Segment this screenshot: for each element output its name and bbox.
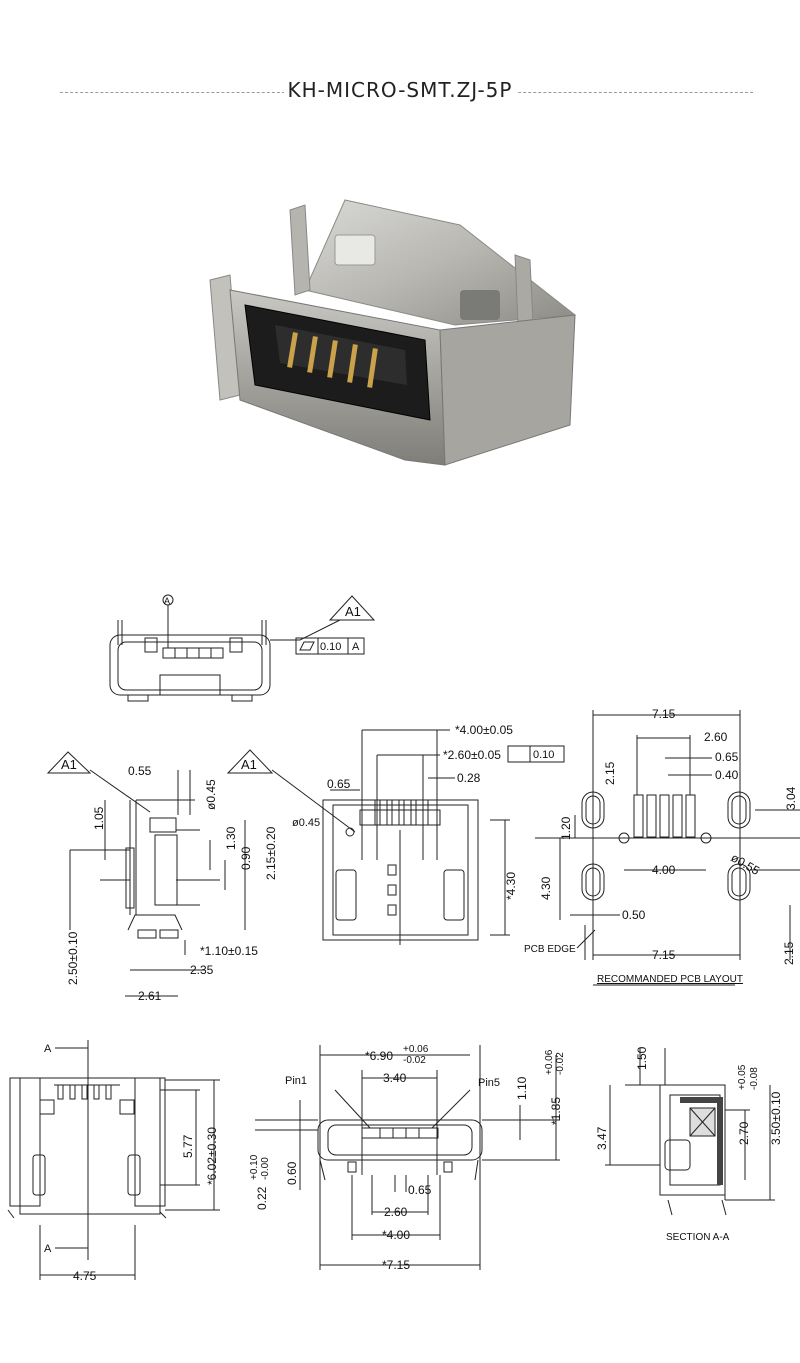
bm-dim-2: -0.02 [403, 1055, 426, 1066]
bm-dim-6: +0.06 [544, 1049, 555, 1075]
front-pin-view [322, 729, 565, 945]
pcb-dim-3: 0.40 [715, 768, 739, 782]
page-title: KH-MICRO-SMT.ZJ-5P [0, 78, 800, 102]
bm-dim-1: +0.06 [403, 1044, 429, 1055]
bm-dim-4: 1.10 [515, 1076, 529, 1100]
bl-dim-1: *6.02±0.30 [205, 1127, 219, 1185]
section-mark-top: A [44, 1043, 52, 1055]
title-row: KH-MICRO-SMT.ZJ-5P [0, 70, 800, 110]
bm-dim-11: -0.00 [260, 1157, 271, 1180]
pcb-dim-1: 2.60 [704, 730, 728, 744]
side-dim-7: *1.10±0.15 [200, 944, 258, 958]
tolerance-value: 0.10 [320, 641, 341, 653]
front-dim-5: ø0.45 [292, 817, 320, 829]
bm-dim-8: 0.60 [285, 1161, 299, 1185]
bm-dim-3: 3.40 [383, 1071, 407, 1085]
bm-dim-5: *1.85 [549, 1097, 563, 1125]
pcb-dim-0: 7.15 [652, 707, 676, 721]
datum-label: A [164, 596, 170, 606]
bottom-mid-view [255, 1045, 560, 1270]
bl-dim-2: 4.75 [73, 1269, 97, 1283]
side-dim-1: ø0.45 [204, 779, 218, 810]
side-dim-8: 2.35 [190, 963, 214, 977]
bm-dim-10: +0.10 [249, 1154, 260, 1180]
top-front-view [109, 594, 376, 702]
title-rule-left [60, 92, 290, 93]
front-dim-6: *4.30 [504, 872, 518, 900]
pcb-dim-5: 3.04 [784, 786, 798, 810]
pcb-edge-label: PCB EDGE [524, 944, 576, 955]
bm-dim-9: 0.22 [255, 1186, 269, 1210]
technical-drawing: A A1 0.10 A A1 0.55 ø0.45 1.05 1.30 0.90… [7, 594, 800, 1283]
pcb-dim-12: 2.15 [782, 941, 796, 965]
sec-dim-3: +0.05 [737, 1064, 748, 1090]
side-dim-2: 1.05 [92, 806, 106, 830]
pcb-dim-4: 2.15 [603, 761, 617, 785]
bm-dim-0: *6.90 [365, 1049, 393, 1063]
side-dim-4: 0.90 [239, 846, 253, 870]
pin1-label: Pin1 [285, 1075, 307, 1087]
front-dim-1: *2.60±0.05 [443, 748, 501, 762]
sec-dim-1: 3.47 [595, 1126, 609, 1150]
front-dim-2: 0.10 [533, 749, 554, 761]
section-a-a-view [605, 1048, 775, 1216]
connector-photo [209, 199, 577, 466]
front-dim-3: 0.65 [327, 777, 351, 791]
bm-dim-13: 2.60 [384, 1205, 408, 1219]
bm-dim-14: *4.00 [382, 1228, 410, 1242]
pcb-dim-11: 7.15 [652, 948, 676, 962]
section-caption: SECTION A-A [666, 1232, 730, 1243]
title-rule-right [498, 92, 753, 93]
side-view [46, 749, 356, 997]
side-dim-0: 0.55 [128, 764, 152, 778]
bm-dim-15: *7.15 [382, 1258, 410, 1272]
front-dim-4: 0.28 [457, 771, 481, 785]
pcb-dim-6: 1.20 [559, 816, 573, 840]
pcb-layout-caption: RECOMMANDED PCB LAYOUT [597, 974, 743, 985]
revision-mark-side: A1 [61, 757, 77, 772]
pcb-dim-9: 4.30 [539, 876, 553, 900]
tolerance-ref: A [352, 641, 360, 653]
sec-dim-4: -0.08 [749, 1067, 760, 1090]
revision-mark-front: A1 [241, 757, 257, 772]
front-dim-0: *4.00±0.05 [455, 723, 513, 737]
sec-dim-5: 3.50±0.10 [769, 1091, 783, 1145]
pin5-label: Pin5 [478, 1077, 500, 1089]
side-dim-5: 2.15±0.20 [264, 826, 278, 880]
side-dim-9: 2.61 [138, 989, 162, 1003]
sec-dim-0: 1.50 [635, 1046, 649, 1070]
pcb-dim-10: 0.50 [622, 908, 646, 922]
side-dim-6: 2.50±0.10 [66, 931, 80, 985]
revision-mark-top: A1 [345, 604, 361, 619]
bm-dim-7: -0.02 [555, 1052, 566, 1075]
section-mark-bottom: A [44, 1243, 52, 1255]
bottom-left-view [7, 1040, 220, 1280]
sec-dim-2: 2.70 [737, 1121, 751, 1145]
bl-dim-0: 5.77 [181, 1134, 195, 1158]
pcb-layout-view [535, 710, 800, 986]
side-dim-3: 1.30 [224, 826, 238, 850]
pcb-dim-7: 4.00 [652, 863, 676, 877]
pcb-dim-2: 0.65 [715, 750, 739, 764]
bm-dim-12: 0.65 [408, 1183, 432, 1197]
